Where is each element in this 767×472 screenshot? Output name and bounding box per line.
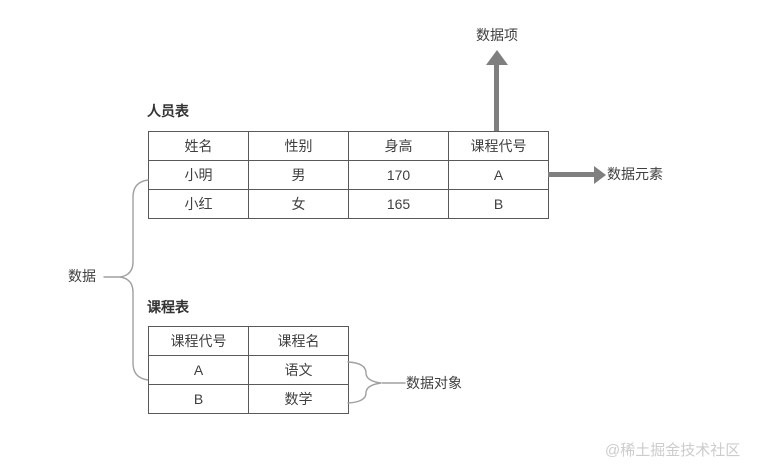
person-table-header-row: 姓名 性别 身高 课程代号 <box>148 131 549 161</box>
course-header-cell: 课程代号 <box>148 326 249 356</box>
course-table: 课程代号 课程名 A 语文 B 数学 <box>148 326 349 414</box>
course-cell: 语文 <box>248 355 349 385</box>
person-cell: 170 <box>348 160 449 190</box>
person-table-title: 人员表 <box>147 103 189 119</box>
person-cell: 男 <box>248 160 349 190</box>
person-table-row: 小明 男 170 A <box>148 160 549 190</box>
course-table-row: A 语文 <box>148 355 349 385</box>
course-cell: 数学 <box>248 384 349 414</box>
course-table-header-row: 课程代号 课程名 <box>148 326 349 356</box>
person-cell: 女 <box>248 189 349 219</box>
person-cell: 小明 <box>148 160 249 190</box>
course-table-row: B 数学 <box>148 384 349 414</box>
person-cell: A <box>448 160 549 190</box>
course-header-cell: 课程名 <box>248 326 349 356</box>
data-object-label: 数据对象 <box>406 375 462 391</box>
person-header-cell: 课程代号 <box>448 131 549 161</box>
data-item-label: 数据项 <box>476 27 518 43</box>
person-cell: 小红 <box>148 189 249 219</box>
person-table: 姓名 性别 身高 课程代号 小明 男 170 A 小红 女 165 B <box>148 131 549 219</box>
up-arrow-icon <box>486 50 508 65</box>
person-header-cell: 身高 <box>348 131 449 161</box>
person-header-cell: 性别 <box>248 131 349 161</box>
left-brace <box>103 179 149 381</box>
course-cell: A <box>148 355 249 385</box>
data-label: 数据 <box>68 268 96 284</box>
person-header-cell: 姓名 <box>148 131 249 161</box>
right-brace-path <box>347 361 382 404</box>
left-brace-path <box>119 179 149 381</box>
right-arrow-icon <box>594 166 606 184</box>
data-element-label: 数据元素 <box>607 166 663 182</box>
person-table-row: 小红 女 165 B <box>148 189 549 219</box>
up-arrow-shaft <box>494 64 499 131</box>
right-arrow-shaft <box>548 172 594 177</box>
person-cell: 165 <box>348 189 449 219</box>
right-brace <box>347 361 406 404</box>
course-table-title: 课程表 <box>147 299 189 315</box>
watermark: @稀土掘金技术社区 <box>605 442 741 459</box>
person-cell: B <box>448 189 549 219</box>
course-cell: B <box>148 384 249 414</box>
